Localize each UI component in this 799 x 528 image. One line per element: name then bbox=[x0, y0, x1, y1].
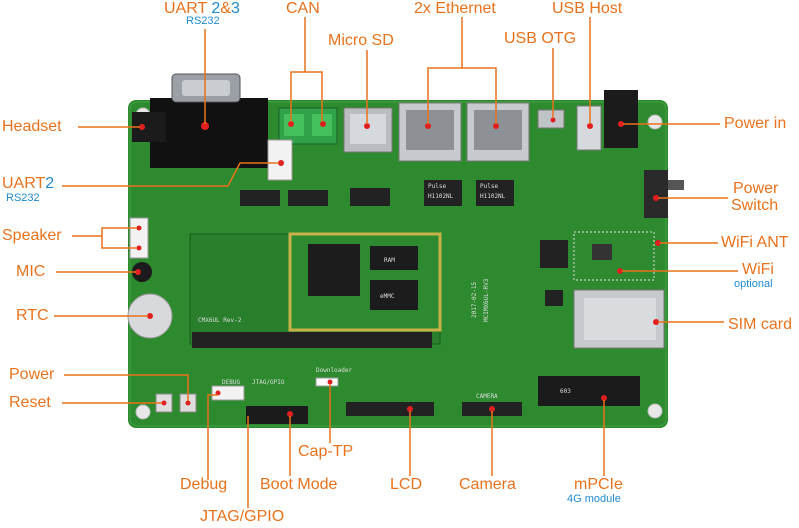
camera-connector: CAMERA bbox=[462, 393, 522, 416]
sim-card-slot bbox=[573, 289, 665, 349]
debug-label: Debug bbox=[180, 476, 228, 493]
pulse-brand-2: Pulse bbox=[480, 183, 498, 190]
can-label: CAN bbox=[286, 0, 320, 17]
wifi-module bbox=[573, 231, 661, 281]
speaker-label: Speaker bbox=[2, 227, 62, 244]
usb-otg-port bbox=[537, 109, 565, 129]
uart2-connector bbox=[267, 139, 293, 181]
mic-label: MIC bbox=[16, 263, 46, 280]
jtag-label: JTAG/GPIO bbox=[200, 508, 285, 525]
downloader-silk: Downloader bbox=[316, 367, 353, 374]
micro-sd-label: Micro SD bbox=[328, 32, 394, 49]
ethernet-transformers: Pulse H1102NL Pulse H1102NL bbox=[424, 180, 514, 206]
lcd-label: LCD bbox=[390, 476, 423, 493]
slot-silk: 603 bbox=[560, 388, 571, 395]
pulse-part-1: H1102NL bbox=[428, 193, 454, 200]
microsd-slot bbox=[343, 107, 393, 153]
model-silk: MCIMX6UL-RV3 bbox=[483, 278, 490, 322]
jtag-silk: JTAG/GPIO bbox=[252, 379, 285, 386]
wifi-label: WiFi bbox=[742, 261, 774, 278]
mpcie-sub-label: 4G module bbox=[567, 493, 621, 505]
reset-label: Reset bbox=[9, 394, 51, 411]
debug-header: DEBUG JTAG/GPIO Downloader bbox=[211, 367, 353, 401]
ram-label: RAM bbox=[384, 257, 395, 264]
camera-label: Camera bbox=[459, 476, 516, 493]
pulse-part-2: H1102NL bbox=[480, 193, 506, 200]
speaker-connector bbox=[129, 217, 149, 259]
power-switch-label-1: Power bbox=[733, 180, 779, 197]
boot-mode-label: Boot Mode bbox=[260, 476, 338, 493]
power-label: Power bbox=[9, 366, 55, 383]
uart23-label: UART 2&3 bbox=[164, 0, 240, 17]
som-label: CMX6UL Rev-2 bbox=[198, 317, 242, 324]
usb-host-label: USB Host bbox=[552, 0, 623, 17]
date-silk: 2017-02-15 bbox=[471, 281, 478, 318]
buttons bbox=[155, 393, 197, 413]
pulse-brand-1: Pulse bbox=[428, 183, 446, 190]
mpcie-slot: 603 bbox=[538, 376, 640, 406]
wifi-sub-label: optional bbox=[734, 278, 773, 290]
mpcie-label: mPCIe bbox=[574, 476, 623, 493]
power-switch-label-2: Switch bbox=[731, 197, 779, 214]
uart2-label: UART2 bbox=[2, 175, 55, 192]
headset-label: Headset bbox=[2, 118, 62, 135]
power-in-label: Power in bbox=[724, 115, 787, 132]
uart2-sub-label: RS232 bbox=[6, 192, 40, 204]
som-module: RAM eMMC CMX6UL Rev-2 bbox=[189, 232, 442, 348]
cap-tp-label: Cap-TP bbox=[298, 443, 354, 460]
camera-silk: CAMERA bbox=[476, 393, 498, 400]
ethernet-label: 2x Ethernet bbox=[414, 0, 496, 17]
wifi-ant-label: WiFi ANT bbox=[721, 234, 789, 251]
db9-connector bbox=[150, 73, 268, 168]
lcd-connector bbox=[346, 402, 434, 416]
power-switch bbox=[644, 170, 684, 218]
cap-tp-connector bbox=[315, 377, 339, 387]
can-terminal bbox=[278, 107, 338, 145]
rtc-label: RTC bbox=[16, 307, 49, 324]
debug-silk: DEBUG bbox=[222, 379, 240, 386]
ethernet-ports bbox=[398, 102, 530, 162]
usb-host-port bbox=[576, 105, 602, 151]
ic-chips bbox=[240, 188, 568, 306]
mic bbox=[132, 262, 152, 282]
jtag-header bbox=[246, 406, 308, 424]
leader-lines bbox=[54, 17, 738, 508]
power-jack bbox=[604, 90, 638, 148]
usb-otg-label: USB OTG bbox=[504, 30, 577, 47]
uart23-sub-label: RS232 bbox=[186, 15, 220, 27]
emmc-label: eMMC bbox=[380, 293, 395, 300]
sim-card-label: SIM card bbox=[728, 316, 793, 333]
